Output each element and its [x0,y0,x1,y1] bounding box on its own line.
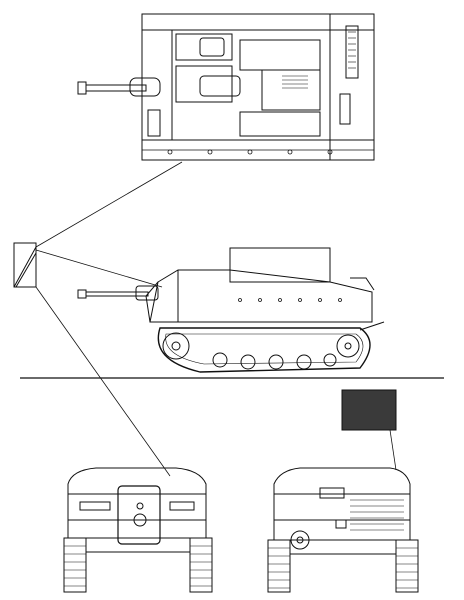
front-view [63,467,213,593]
dark-color-swatch [341,389,397,431]
hatched-camouflage-swatch [13,242,37,288]
top-view [77,13,375,161]
leader-lines [35,161,397,477]
side-view [20,247,444,379]
rear-view [267,467,419,593]
